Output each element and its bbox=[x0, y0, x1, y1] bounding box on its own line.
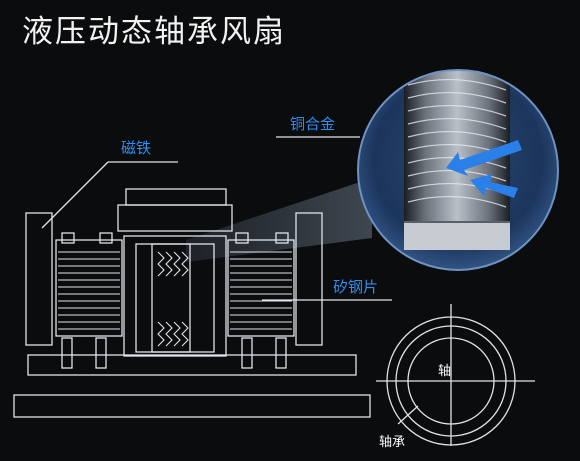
left-coil-laminations bbox=[58, 251, 120, 330]
top-cap bbox=[125, 188, 227, 206]
magnet-leader bbox=[41, 161, 109, 229]
bearing-sleeve bbox=[151, 243, 191, 353]
magnifier-lens bbox=[357, 69, 559, 271]
right-coil-laminations bbox=[230, 251, 292, 330]
copper-alloy-label: 铜合金 bbox=[290, 115, 336, 133]
magnify-beam bbox=[186, 178, 372, 262]
shaft-label: 轴 bbox=[438, 364, 452, 379]
arrow-upper bbox=[446, 140, 522, 176]
left-wall bbox=[25, 212, 53, 346]
base-plate-upper bbox=[27, 354, 357, 376]
arrow-lower bbox=[470, 174, 518, 198]
right-wall bbox=[295, 212, 323, 346]
sleeve-grooves bbox=[157, 251, 189, 347]
bearing-leader bbox=[397, 405, 419, 425]
top-block bbox=[117, 204, 233, 232]
bearing-label: 轴承 bbox=[379, 435, 406, 450]
left-coil-frame bbox=[55, 239, 123, 337]
magnet-label: 磁铁 bbox=[121, 139, 152, 157]
silicon-steel-label: 矽钢片 bbox=[333, 278, 379, 296]
base-plate-bottom bbox=[13, 394, 371, 418]
right-coil-frame bbox=[227, 239, 295, 337]
page-title: 液压动态轴承风扇 bbox=[22, 14, 286, 50]
central-housing bbox=[123, 235, 227, 357]
